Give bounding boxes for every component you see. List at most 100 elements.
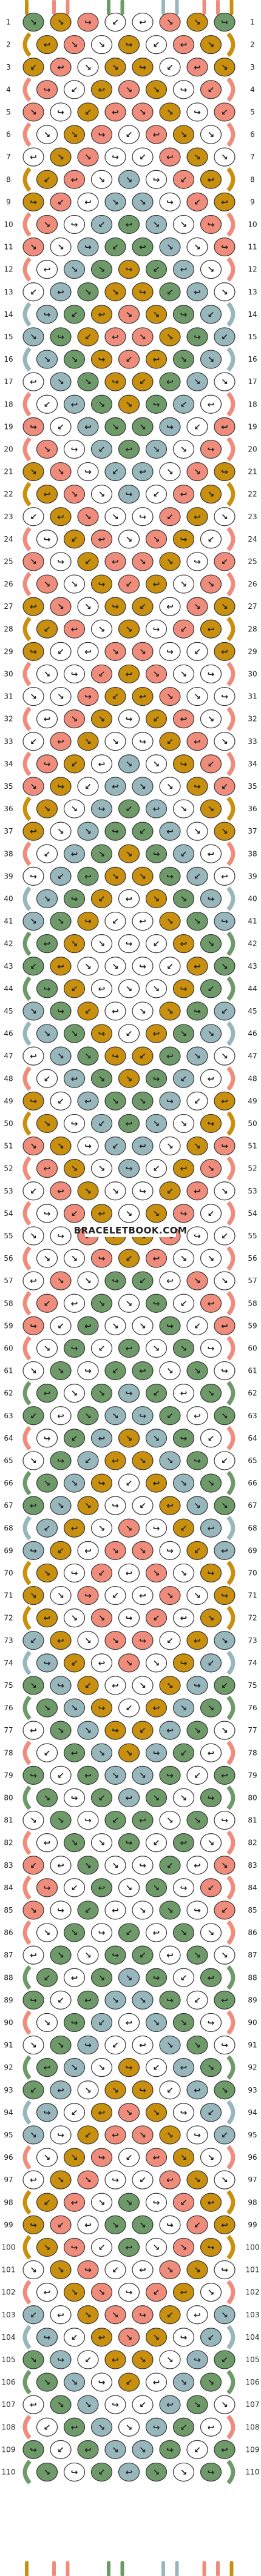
knot-shape <box>77 372 99 391</box>
edge-string-left <box>22 1830 32 1855</box>
knot-direction-icon: ↩ <box>57 737 64 747</box>
knot-direction-icon: ↙ <box>180 1299 188 1309</box>
row-number-right: 67 <box>248 1501 257 1510</box>
row-number-left: 58 <box>4 1299 13 1307</box>
knot-shape <box>36 1743 58 1762</box>
knot: ↘ <box>63 1698 86 1718</box>
knot: ↘ <box>90 260 113 279</box>
knot: ↘ <box>214 1046 236 1066</box>
knot-direction-icon: ↘ <box>44 1793 51 1803</box>
knot-direction-icon: ↘ <box>166 2266 174 2276</box>
edge-string-left <box>22 2055 32 2080</box>
knot: ↩ <box>50 1856 72 1875</box>
knot: ↪ <box>63 889 86 909</box>
knot-shape <box>50 2035 72 2055</box>
knot: ↙ <box>22 282 44 302</box>
knot-direction-icon: ↘ <box>221 962 228 972</box>
knot-direction-icon: ↘ <box>194 1816 201 1826</box>
edge-string-left <box>22 706 32 731</box>
knot-shape <box>214 866 236 886</box>
knot: ↘ <box>22 1676 44 1695</box>
knot: ↩ <box>104 1900 126 1920</box>
knot: ↩ <box>36 1159 58 1178</box>
row-number-right: 83 <box>248 1861 257 1870</box>
knot-shape <box>90 1159 113 1178</box>
row-number-right: 19 <box>248 422 257 431</box>
knot-shape <box>186 1316 208 1335</box>
row-number-left: 84 <box>4 1884 13 1892</box>
knot: ↘ <box>63 350 86 369</box>
knot-shape <box>50 1541 72 1560</box>
knot-direction-icon: ↘ <box>84 288 92 297</box>
knot: ↙ <box>50 866 72 886</box>
knot: ↘ <box>145 1204 168 1223</box>
knot-shape <box>63 1653 86 1673</box>
knot-direction-icon: ↘ <box>71 580 78 589</box>
knot-direction-icon: ↙ <box>126 2153 133 2163</box>
knot-direction-icon: ↙ <box>139 602 146 612</box>
knot-direction-icon: ↩ <box>71 1299 78 1309</box>
knot-direction-icon: ↩ <box>57 1861 64 1871</box>
knot-direction-icon: ↩ <box>180 2063 188 2073</box>
row-number-right: 72 <box>248 1614 257 1622</box>
knot: ↙ <box>186 642 208 661</box>
knot-direction-icon: ↩ <box>180 2288 188 2298</box>
knot: ↙ <box>36 619 58 639</box>
knot: ↪ <box>118 1833 140 1853</box>
knot-direction-icon: ↙ <box>153 1164 160 1174</box>
knot: ↪ <box>22 1765 44 1785</box>
knot-shape <box>90 1968 113 1987</box>
knot-direction-icon: ↩ <box>112 2355 119 2365</box>
knot: ↩ <box>200 170 222 189</box>
knot-direction-icon: ↩ <box>153 2378 160 2388</box>
knot: ↘ <box>50 2170 72 2189</box>
knot-shape <box>132 1631 154 1650</box>
knot-direction-icon: ↘ <box>71 41 78 50</box>
knot-direction-icon: ↘ <box>57 1592 64 1601</box>
knot-shape <box>63 979 86 998</box>
knot-shape <box>186 2395 208 2414</box>
knot-direction-icon: ↩ <box>112 1906 119 1916</box>
knot: ↙ <box>132 147 154 167</box>
knot: ↘ <box>63 1384 86 1403</box>
edge-string-right <box>226 1156 236 1181</box>
knot-shape <box>104 237 126 257</box>
row-number-right: 59 <box>248 1321 257 1330</box>
knot: ↩ <box>200 1743 222 1762</box>
knot: ↩ <box>159 1496 181 1515</box>
knot-shape <box>200 2193 222 2212</box>
knot: ↘ <box>22 1361 44 1381</box>
row-number-left: 63 <box>4 1412 13 1420</box>
knot-direction-icon: ↪ <box>30 2220 37 2230</box>
knot-shape <box>90 844 113 863</box>
knot-direction-icon: ↙ <box>30 1861 37 1871</box>
knot-shape <box>77 1541 99 1560</box>
knot: ↘ <box>118 394 140 414</box>
knot: ↩ <box>50 957 72 976</box>
knot: ↩ <box>186 1856 208 1875</box>
knot-shape <box>118 80 140 99</box>
knot-shape <box>104 1271 126 1290</box>
knot-direction-icon: ↘ <box>57 1951 64 1960</box>
knot-shape <box>118 1968 140 1987</box>
knot-shape <box>172 844 195 863</box>
knot: ↘ <box>90 934 113 954</box>
knot: ↩ <box>132 1136 154 1156</box>
knot-direction-icon: ↙ <box>194 1321 201 1331</box>
knot: ↪ <box>36 2328 58 2347</box>
knot-direction-icon: ↘ <box>139 1097 146 1106</box>
knot-shape <box>118 2237 140 2257</box>
knot-shape <box>63 1698 86 1718</box>
knot-shape <box>200 485 222 504</box>
knot-shape <box>214 597 236 616</box>
knot-shape <box>63 1878 86 1897</box>
row-number-left: 73 <box>4 1636 13 1645</box>
knot-shape <box>145 844 168 863</box>
knot-direction-icon: ↘ <box>153 984 160 994</box>
knot: ↘ <box>132 102 154 122</box>
knot: ↩ <box>186 2305 208 2325</box>
knot: ↩ <box>77 1541 99 1560</box>
knot-shape <box>214 2440 236 2459</box>
knot-shape <box>36 2462 58 2482</box>
knot-shape <box>145 754 168 774</box>
